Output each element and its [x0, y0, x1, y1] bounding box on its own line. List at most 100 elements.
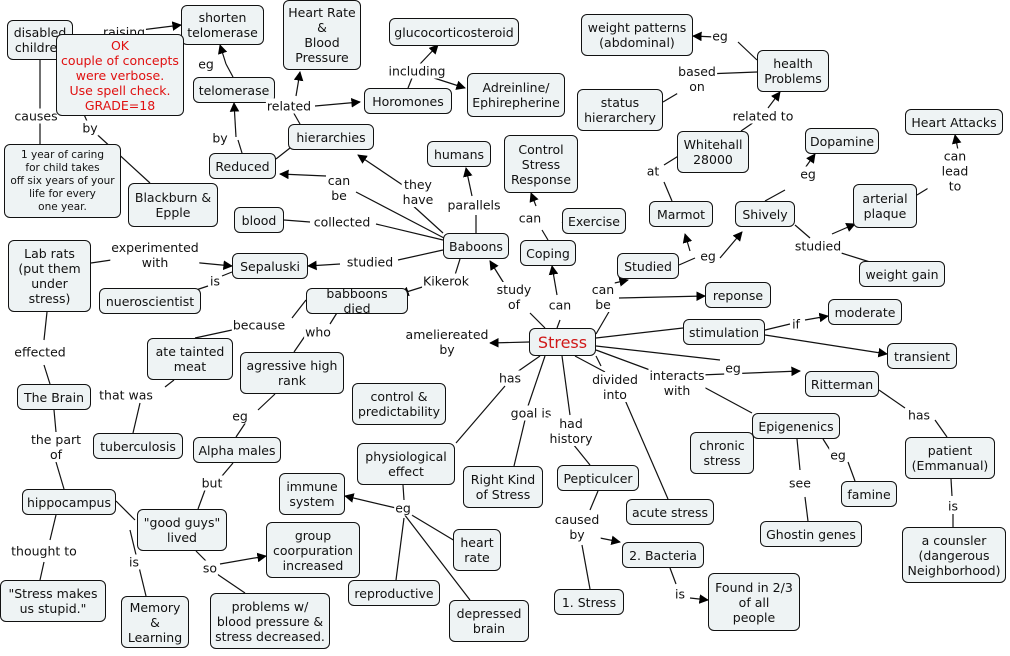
concept-reduced[interactable]: Reduced [209, 153, 276, 179]
concept-lab-rats[interactable]: Lab rats (put them under stress) [8, 240, 91, 312]
concept-exercise[interactable]: Exercise [562, 208, 626, 234]
concept-humans[interactable]: humans [427, 141, 491, 167]
concept-weight-patterns[interactable]: weight patterns (abdominal) [581, 14, 693, 56]
link-line [237, 139, 243, 154]
concept-reponse[interactable]: reponse [705, 282, 771, 308]
concept-heart-rate[interactable]: heart rate [453, 529, 501, 571]
link-line [689, 594, 709, 604]
concept-physiological-effect[interactable]: physiological effect [357, 443, 455, 485]
concept-ate-tainted-meat[interactable]: ate tainted meat [147, 338, 233, 380]
concept-good-guys[interactable]: "good guys" lived [137, 509, 227, 551]
concept-heart-rate-blood-pressure[interactable]: Heart Rate & Blood Pressure [283, 0, 361, 70]
concept-immune-system[interactable]: immune system [279, 473, 345, 515]
concept-pepticulcer[interactable]: Pepticulcer [557, 465, 639, 491]
link-label-studied: studied [793, 238, 843, 254]
concept-the-brain[interactable]: The Brain [17, 384, 91, 410]
concept-horomones[interactable]: Horomones [364, 88, 452, 114]
concept-stress-makes-stupid[interactable]: "Stress makes us stupid." [0, 580, 106, 622]
concept-dopamine[interactable]: Dopamine [805, 128, 879, 154]
link-label-eg: eg [829, 447, 847, 463]
link-line [397, 249, 444, 261]
link-label-kikerok: Kikerok [422, 273, 470, 289]
concept-control-stress-response[interactable]: Control Stress Response [504, 135, 578, 193]
concept-stimulation[interactable]: stimulation [683, 319, 765, 345]
concept-shorten-telomerase[interactable]: shorten telomerase [181, 5, 264, 45]
concept-baboons[interactable]: Baboons [443, 233, 509, 259]
concept-transient[interactable]: transient [887, 343, 957, 369]
link-line [847, 461, 856, 482]
link-label-thought-to: thought to [10, 543, 78, 559]
concept-coping[interactable]: Coping [520, 240, 576, 266]
concept-epigenetics[interactable]: Epigenenics [752, 413, 840, 439]
concept-group-cooperation[interactable]: group coorpuration increased [266, 522, 360, 578]
concept-patient[interactable]: patient (Emmanual) [905, 437, 995, 479]
concept-sepaluski[interactable]: Sepaluski [232, 253, 308, 279]
concept-weight-gain[interactable]: weight gain [859, 261, 945, 287]
concept-chronic-stress[interactable]: chronic stress [690, 432, 754, 474]
concept-famine[interactable]: famine [841, 481, 897, 507]
concept-marmot[interactable]: Marmot [649, 201, 713, 227]
link-label-can-lead-to: can lead to [927, 148, 983, 194]
concept-shively[interactable]: Shively [735, 201, 795, 227]
concept-nueroscientist[interactable]: nueroscientist [99, 288, 201, 314]
link-line [355, 191, 445, 239]
concept-hippocampus[interactable]: hippocampus [22, 489, 116, 515]
concept-glucocorticosteroid[interactable]: glucocorticosteroid [389, 18, 519, 46]
link-line [837, 251, 871, 263]
concept-acute-stress[interactable]: acute stress [626, 499, 714, 525]
link-line [764, 323, 791, 331]
concept-problems-bp[interactable]: problems w/ blood pressure & stress decr… [210, 593, 330, 649]
link-line [402, 484, 405, 501]
concept-alpha-males[interactable]: Alpha males [193, 437, 281, 463]
link-line [794, 224, 811, 239]
link-line [463, 167, 473, 197]
link-line [950, 478, 953, 497]
link-label-interacts-with: interacts with [648, 368, 706, 398]
concept-status-hierarchy[interactable]: status hierarchery [577, 89, 663, 131]
link-line [219, 552, 267, 565]
concept-studied[interactable]: Studied [617, 253, 679, 279]
concept-adrenaline[interactable]: Adreinline/ Ephirepherine [467, 73, 565, 117]
concept-whitehall[interactable]: Whitehall 28000 [677, 131, 749, 173]
concept-memory-learning[interactable]: Memory & Learning [121, 596, 189, 648]
concept-right-kind[interactable]: Right Kind of Stress [463, 466, 543, 508]
link-label-eg: eg [724, 360, 742, 376]
link-line [293, 335, 306, 353]
concept-counselor[interactable]: a counsler (dangerous Neighborhood) [902, 527, 1006, 583]
concept-agressive-rank[interactable]: agressive high rank [240, 352, 344, 394]
link-label-based-on: based on [677, 64, 717, 94]
link-line [433, 77, 466, 90]
concept-control-predictability[interactable]: control & predictability [352, 383, 446, 425]
concept-blood[interactable]: blood [234, 207, 284, 233]
concept-arterial-plaque[interactable]: arterial plaque [853, 184, 917, 228]
link-label-by: by [211, 130, 229, 146]
concept-health-problems[interactable]: health Problems [757, 50, 829, 92]
concept-babboons-died[interactable]: babboons died [306, 286, 408, 316]
concept-stress[interactable]: Stress [529, 328, 596, 356]
concept-bacteria[interactable]: 2. Bacteria [622, 542, 704, 568]
link-line [541, 229, 549, 241]
concept-reproductive[interactable]: reproductive [348, 580, 440, 606]
link-line [581, 544, 591, 590]
concept-hierarchies[interactable]: hierarchies [288, 124, 374, 150]
concept-tuberculosis[interactable]: tuberculosis [93, 433, 183, 459]
concept-disabled-children[interactable]: disabled children [7, 20, 73, 60]
link-line [235, 421, 247, 438]
link-line [796, 438, 801, 471]
concept-found-in[interactable]: Found in 2/3 of all people [708, 573, 800, 631]
concept-year-of-caring[interactable]: 1 year of caring for child takes off six… [4, 144, 121, 218]
concept-moderate[interactable]: moderate [828, 299, 902, 325]
concept-blackburn-epple[interactable]: Blackburn & Epple [128, 183, 218, 227]
link-label-so: so [201, 560, 219, 576]
concept-ritterman[interactable]: Ritterman [805, 371, 879, 397]
link-line [49, 514, 57, 541]
concept-one-stress[interactable]: 1. Stress [554, 589, 624, 615]
link-line [218, 44, 228, 65]
link-line [275, 147, 291, 160]
link-line [669, 567, 677, 585]
concept-ghostin-genes[interactable]: Ghostin genes [760, 521, 862, 547]
concept-telomerase[interactable]: telomerase [193, 77, 275, 103]
concept-depressed-brain[interactable]: depressed brain [449, 600, 529, 642]
concept-heart-attacks[interactable]: Heart Attacks [905, 109, 1003, 135]
